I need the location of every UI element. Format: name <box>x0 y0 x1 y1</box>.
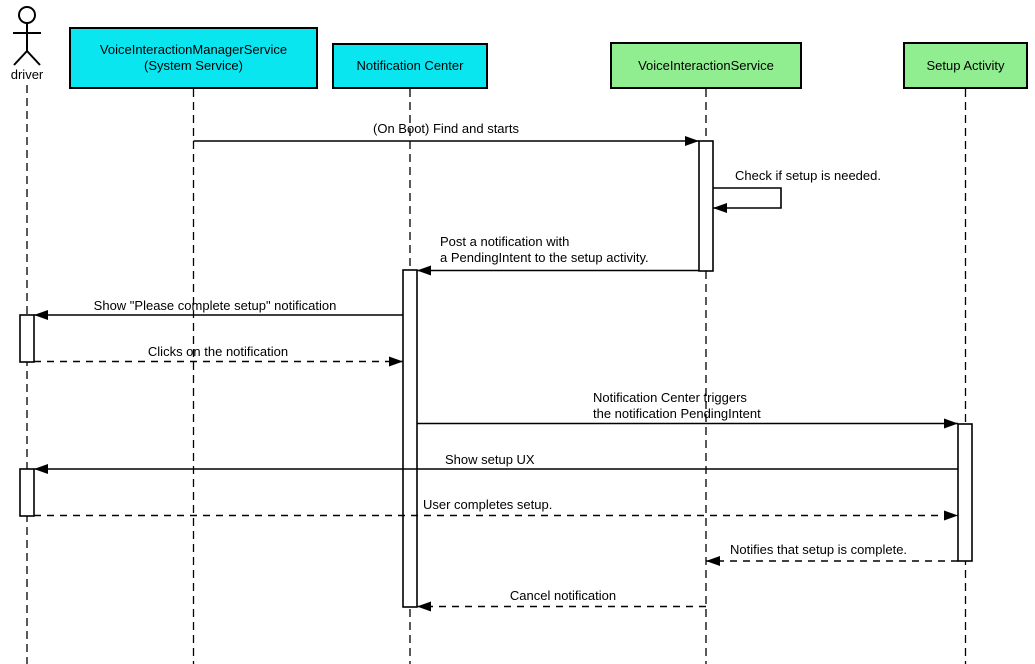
message-label-user-completes-setup: User completes setup. <box>423 497 553 512</box>
actor-driver-icon <box>13 6 41 66</box>
participant-box-voice-interaction-service: VoiceInteractionService <box>610 42 802 89</box>
message-label-notifies-setup-complete: Notifies that setup is complete. <box>730 542 908 557</box>
actor-driver-label: driver <box>10 67 44 82</box>
message-label-post-notification: Post a notification with a PendingIntent… <box>440 234 649 265</box>
participant-box-voice-interaction-manager-service: VoiceInteractionManagerService (System S… <box>69 27 318 89</box>
participant-box-setup-activity: Setup Activity <box>903 42 1028 89</box>
activation-notification-center <box>402 269 418 608</box>
message-label-on-boot-find-and-starts: (On Boot) Find and starts <box>373 121 519 136</box>
activation-setup-activity <box>957 423 973 562</box>
message-label-show-complete-setup-notification: Show "Please complete setup" notificatio… <box>93 298 337 313</box>
activation-driver-2 <box>19 468 35 517</box>
message-arrow-check-if-setup-needed <box>713 187 782 213</box>
participant-box-notification-center: Notification Center <box>332 43 488 89</box>
message-label-triggers-pendingintent: Notification Center triggers the notific… <box>593 390 761 421</box>
activation-driver-1 <box>19 314 35 363</box>
message-label-check-if-setup-needed: Check if setup is needed. <box>735 168 881 183</box>
message-label-clicks-on-notification: Clicks on the notification <box>147 344 289 359</box>
message-label-cancel-notification: Cancel notification <box>509 588 617 603</box>
activation-voice-interaction-service <box>698 140 714 272</box>
message-label-show-setup-ux: Show setup UX <box>445 452 535 467</box>
